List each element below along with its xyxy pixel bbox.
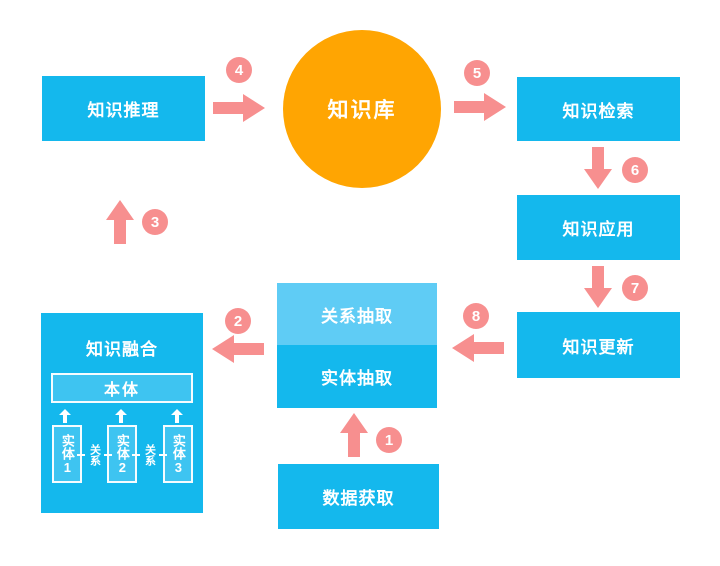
up-arrow-icon xyxy=(171,409,183,423)
node-relation-extraction: 关系抽取 xyxy=(277,283,437,345)
arrow-left-step2-icon xyxy=(212,335,264,363)
node-knowledge-retrieval: 知识检索 xyxy=(517,77,680,141)
ontology-box: 本体 xyxy=(51,373,193,403)
relation-connector-label: 关系 xyxy=(77,427,112,483)
step-badge-2: 2 xyxy=(225,308,251,334)
fusion-entity-label: 实体2 xyxy=(114,433,130,475)
arrow-up-step3-icon xyxy=(106,200,134,244)
arrow-down-step7-icon xyxy=(584,266,612,308)
arrow-left-step8-icon xyxy=(452,334,504,362)
fusion-title: 知识融合 xyxy=(86,340,158,359)
fusion-entity-label: 实体3 xyxy=(170,433,186,475)
node-knowledge-reasoning: 知识推理 xyxy=(42,76,205,141)
fusion-entity-box: 实体3 xyxy=(163,425,193,483)
step-badge-6: 6 xyxy=(622,157,648,183)
arrow-up-step1-icon xyxy=(340,413,368,457)
node-data-acquisition: 数据获取 xyxy=(278,464,439,529)
step-badge-7: 7 xyxy=(622,275,648,301)
node-entity-extraction: 实体抽取 xyxy=(277,345,437,408)
fusion-entity-label: 实体1 xyxy=(59,433,75,475)
step-badge-1: 1 xyxy=(376,427,402,453)
node-knowledge-application: 知识应用 xyxy=(517,195,680,260)
arrow-down-step6-icon xyxy=(584,147,612,189)
relation-text: 关系 xyxy=(88,444,101,466)
step-badge-4: 4 xyxy=(226,57,252,83)
up-arrow-icon xyxy=(59,409,71,423)
node-knowledge-fusion: 知识融合 本体 实体1 实体2 实体3 关系 关系 xyxy=(41,313,203,513)
step-badge-8: 8 xyxy=(463,303,489,329)
step-badge-5: 5 xyxy=(464,60,490,86)
relation-text: 关系 xyxy=(143,444,156,466)
arrow-right-step4-icon xyxy=(213,94,265,122)
node-knowledge-base-circle: 知识库 xyxy=(283,30,441,188)
node-knowledge-update: 知识更新 xyxy=(517,312,680,378)
up-arrow-icon xyxy=(115,409,127,423)
relation-connector-label: 关系 xyxy=(132,427,167,483)
arrow-right-step5-icon xyxy=(454,93,506,121)
step-badge-3: 3 xyxy=(142,209,168,235)
